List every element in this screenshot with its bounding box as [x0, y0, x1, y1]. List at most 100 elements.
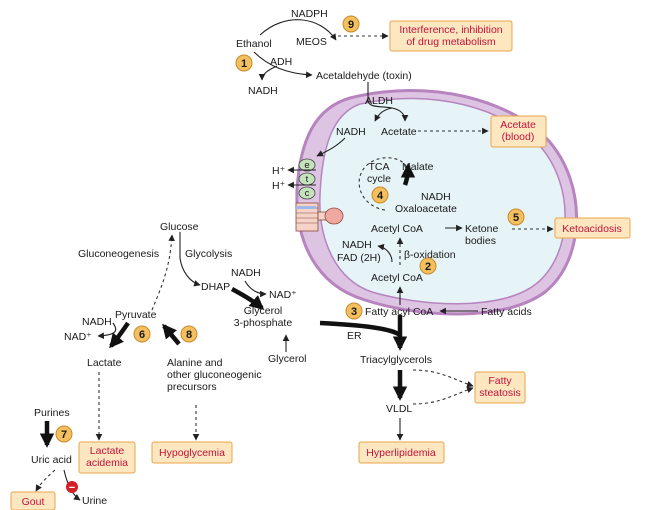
- labels: NADPH Ethanol MEOS ADH NADH Acetaldehyde…: [31, 8, 532, 507]
- oxaloacetate-label: Oxaloacetate: [395, 203, 457, 215]
- step-7-circle: [55, 425, 73, 443]
- tca-cycle-circle: [358, 157, 407, 211]
- glycerol-label: Glycerol: [268, 353, 307, 365]
- nad-plus-dhap-label: NAD⁺: [269, 289, 297, 301]
- ketoacidosis-text: Ketoacidosis: [562, 223, 622, 235]
- step-markers: 1 2 3 4 5 6 7 8 9: [55, 15, 525, 443]
- adh-label: ADH: [270, 56, 292, 68]
- arrow-adh-nadh: [258, 65, 278, 81]
- arrow-aldh-acetate: [391, 107, 409, 122]
- fatty-steatosis-box: [474, 371, 526, 404]
- step-5-label: 5: [513, 212, 519, 224]
- beta-oxidation-label: β-oxidation: [404, 249, 456, 261]
- step-3-label: 3: [351, 306, 357, 318]
- nadh-beta-label: NADH: [342, 239, 372, 251]
- etc-e-label: e: [304, 160, 309, 171]
- step-9-circle: [342, 15, 360, 33]
- nadh-aldh-label: NADH: [336, 126, 366, 138]
- pyruvate-label: Pyruvate: [115, 309, 157, 321]
- vldl-label: VLDL: [386, 403, 412, 415]
- step-7-label: 7: [61, 429, 67, 441]
- nad-plus-pyruvate-label: NAD⁺: [64, 331, 92, 343]
- arrow-nadh-nad-dhap: [244, 280, 267, 298]
- uric-acid-label: Uric acid: [31, 454, 72, 466]
- arrow-nadh-nad-pyruvate: [97, 322, 117, 339]
- arrow-tag-steatosis-1: [412, 369, 474, 388]
- arrow-nadh-fad: [377, 243, 393, 263]
- step-6-label: 6: [139, 329, 145, 341]
- step-2-circle: [419, 257, 437, 275]
- nadh-adh-label: NADH: [248, 85, 278, 97]
- arrow-uricacid-gout: [35, 469, 56, 492]
- step-1-label: 1: [241, 58, 247, 70]
- dashed-arrows: [35, 32, 554, 492]
- dhap-label: DHAP: [201, 281, 230, 293]
- etc-complex-e: [298, 158, 316, 172]
- etc-c-label: c: [305, 188, 310, 199]
- arrow-nadh-etc: [316, 137, 346, 157]
- step-4-circle: [371, 186, 389, 204]
- fad-label: FAD (2H): [337, 252, 381, 264]
- arrow-aldh-nadh: [374, 107, 393, 122]
- step-1-circle: [235, 54, 253, 72]
- meos-label: MEOS: [296, 36, 327, 48]
- hyperlipidemia-box: [358, 441, 445, 464]
- triacylglycerols-label: Triacylglycerols: [360, 354, 432, 366]
- fatty-acids-label: Fatty acids: [481, 306, 532, 318]
- nadh-dhap-label: NADH: [231, 267, 261, 279]
- glucose-label: Glucose: [160, 221, 199, 233]
- atp-synthase-icon: [295, 202, 344, 232]
- hypoglycemia-text: Hypoglycemia: [159, 447, 225, 459]
- acetate-blood-text: Acetate(blood): [500, 119, 536, 143]
- hypoglycemia-box: [151, 441, 233, 464]
- ethanol-label: Ethanol: [236, 38, 272, 50]
- acetate-label: Acetate: [381, 126, 417, 138]
- arrow-nadph-meos: [259, 19, 337, 41]
- step-8-label: 8: [186, 329, 192, 341]
- acetate-blood-box: [490, 115, 547, 148]
- thick-arrows: [39, 163, 416, 448]
- arrow-dhap-g3p: [230, 287, 265, 310]
- malate-label: Malate: [402, 161, 434, 173]
- lactate-label: Lactate: [87, 357, 122, 369]
- acetyl-coa-1-label: Acetyl CoA: [371, 223, 423, 235]
- step-5-circle: [507, 208, 525, 226]
- urine-label: Urine: [82, 495, 107, 507]
- step-6-circle: [133, 325, 151, 343]
- step-9-label: 9: [348, 19, 354, 31]
- fatty-acyl-coa-label: Fatty acyl CoA: [365, 306, 433, 318]
- arrow-alanine-pyruvate: [162, 323, 181, 346]
- hyperlipidemia-text: Hyperlipidemia: [366, 447, 436, 459]
- arrow-ethanol-acetaldehyde: [253, 51, 313, 79]
- purines-label: Purines: [34, 407, 70, 419]
- arrow-pyruvate-lactate: [109, 321, 130, 349]
- aldh-label: ALDH: [365, 95, 393, 107]
- gout-text: Gout: [22, 496, 45, 508]
- arrow-acetaldehyde-aldh: [367, 82, 393, 109]
- h-plus-label-2: H⁺: [272, 180, 286, 192]
- acetyl-coa-2-label: Acetyl CoA: [371, 272, 423, 284]
- step-2-label: 2: [425, 261, 431, 273]
- gluconeogenesis-label: Gluconeogenesis: [78, 248, 159, 260]
- nadh-pyruvate-label: NADH: [82, 316, 112, 328]
- inhibition-icon: −: [66, 481, 78, 494]
- step-4-label: 4: [377, 190, 384, 202]
- lactate-acidemia-box: [78, 441, 136, 474]
- etc-t-label: t: [306, 174, 309, 185]
- arrow-gluconeogenesis: [151, 234, 175, 311]
- arrow-g3p-tag: [319, 320, 402, 337]
- er-label: ER: [347, 330, 362, 342]
- step-8-circle: [180, 325, 198, 343]
- ketoacidosis-box: [554, 217, 631, 239]
- glycolysis-label: Glycolysis: [185, 248, 232, 260]
- arrow-glucose-dhap: [179, 232, 201, 287]
- inhibition-symbol: −: [69, 482, 75, 494]
- etc-complex-c: [298, 186, 316, 200]
